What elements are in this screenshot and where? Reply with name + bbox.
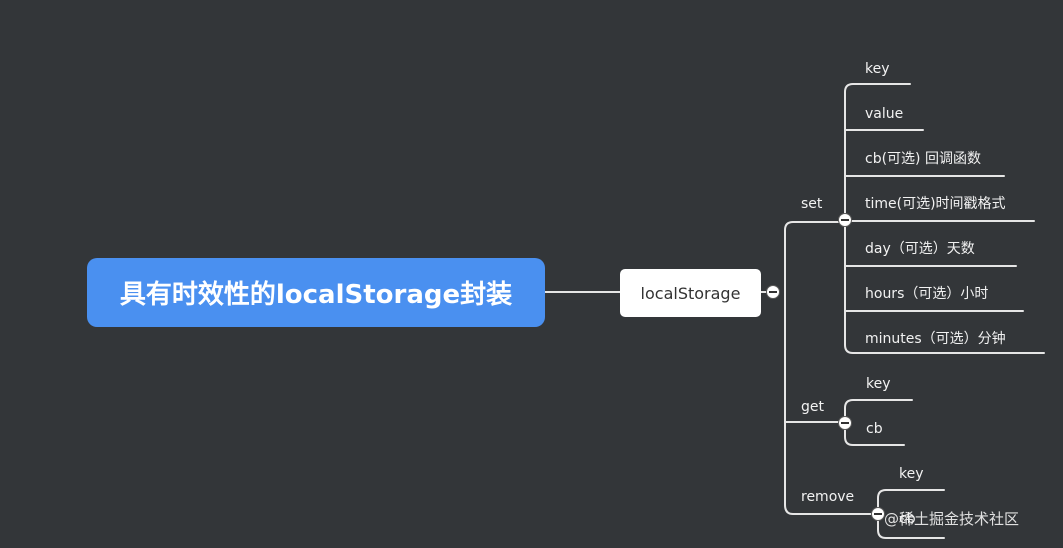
set-children-trunk — [844, 83, 854, 354]
remove-child-key[interactable]: key — [899, 466, 924, 482]
collapse-toggle-set[interactable] — [838, 213, 852, 227]
set-child-cb[interactable]: cb(可选) 回调函数 — [865, 151, 981, 167]
set-child-hours[interactable]: hours（可选）小时 — [865, 286, 989, 302]
root-topic-label: 具有时效性的localStorage封装 — [119, 280, 513, 310]
collapse-toggle-remove[interactable] — [871, 507, 885, 521]
set-child-key[interactable]: key — [865, 61, 890, 77]
get-children-trunk — [844, 399, 913, 446]
collapse-toggle-get[interactable] — [838, 416, 852, 430]
remove-children-trunk — [877, 489, 945, 539]
main-topic-label: localStorage — [640, 283, 741, 303]
branch-set[interactable]: set — [801, 196, 823, 212]
root-topic[interactable]: 具有时效性的localStorage封装 — [87, 258, 545, 327]
set-child-minutes[interactable]: minutes（可选）分钟 — [865, 331, 1006, 347]
main-topic-localstorage[interactable]: localStorage — [620, 269, 761, 317]
collapse-toggle-localstorage[interactable] — [766, 285, 780, 299]
set-child-time[interactable]: time(可选)时间戳格式 — [865, 196, 1006, 212]
branch-trunk — [784, 221, 794, 515]
get-child-key[interactable]: key — [866, 376, 891, 392]
remove-child-cb[interactable]: cb — [899, 511, 916, 527]
branch-get[interactable]: get — [801, 399, 824, 415]
watermark: @稀土掘金技术社区 — [884, 510, 1020, 528]
set-child-day[interactable]: day（可选）天数 — [865, 241, 975, 257]
branch-remove[interactable]: remove — [801, 489, 855, 505]
get-child-cb[interactable]: cb — [866, 421, 883, 437]
set-child-value[interactable]: value — [865, 106, 904, 122]
